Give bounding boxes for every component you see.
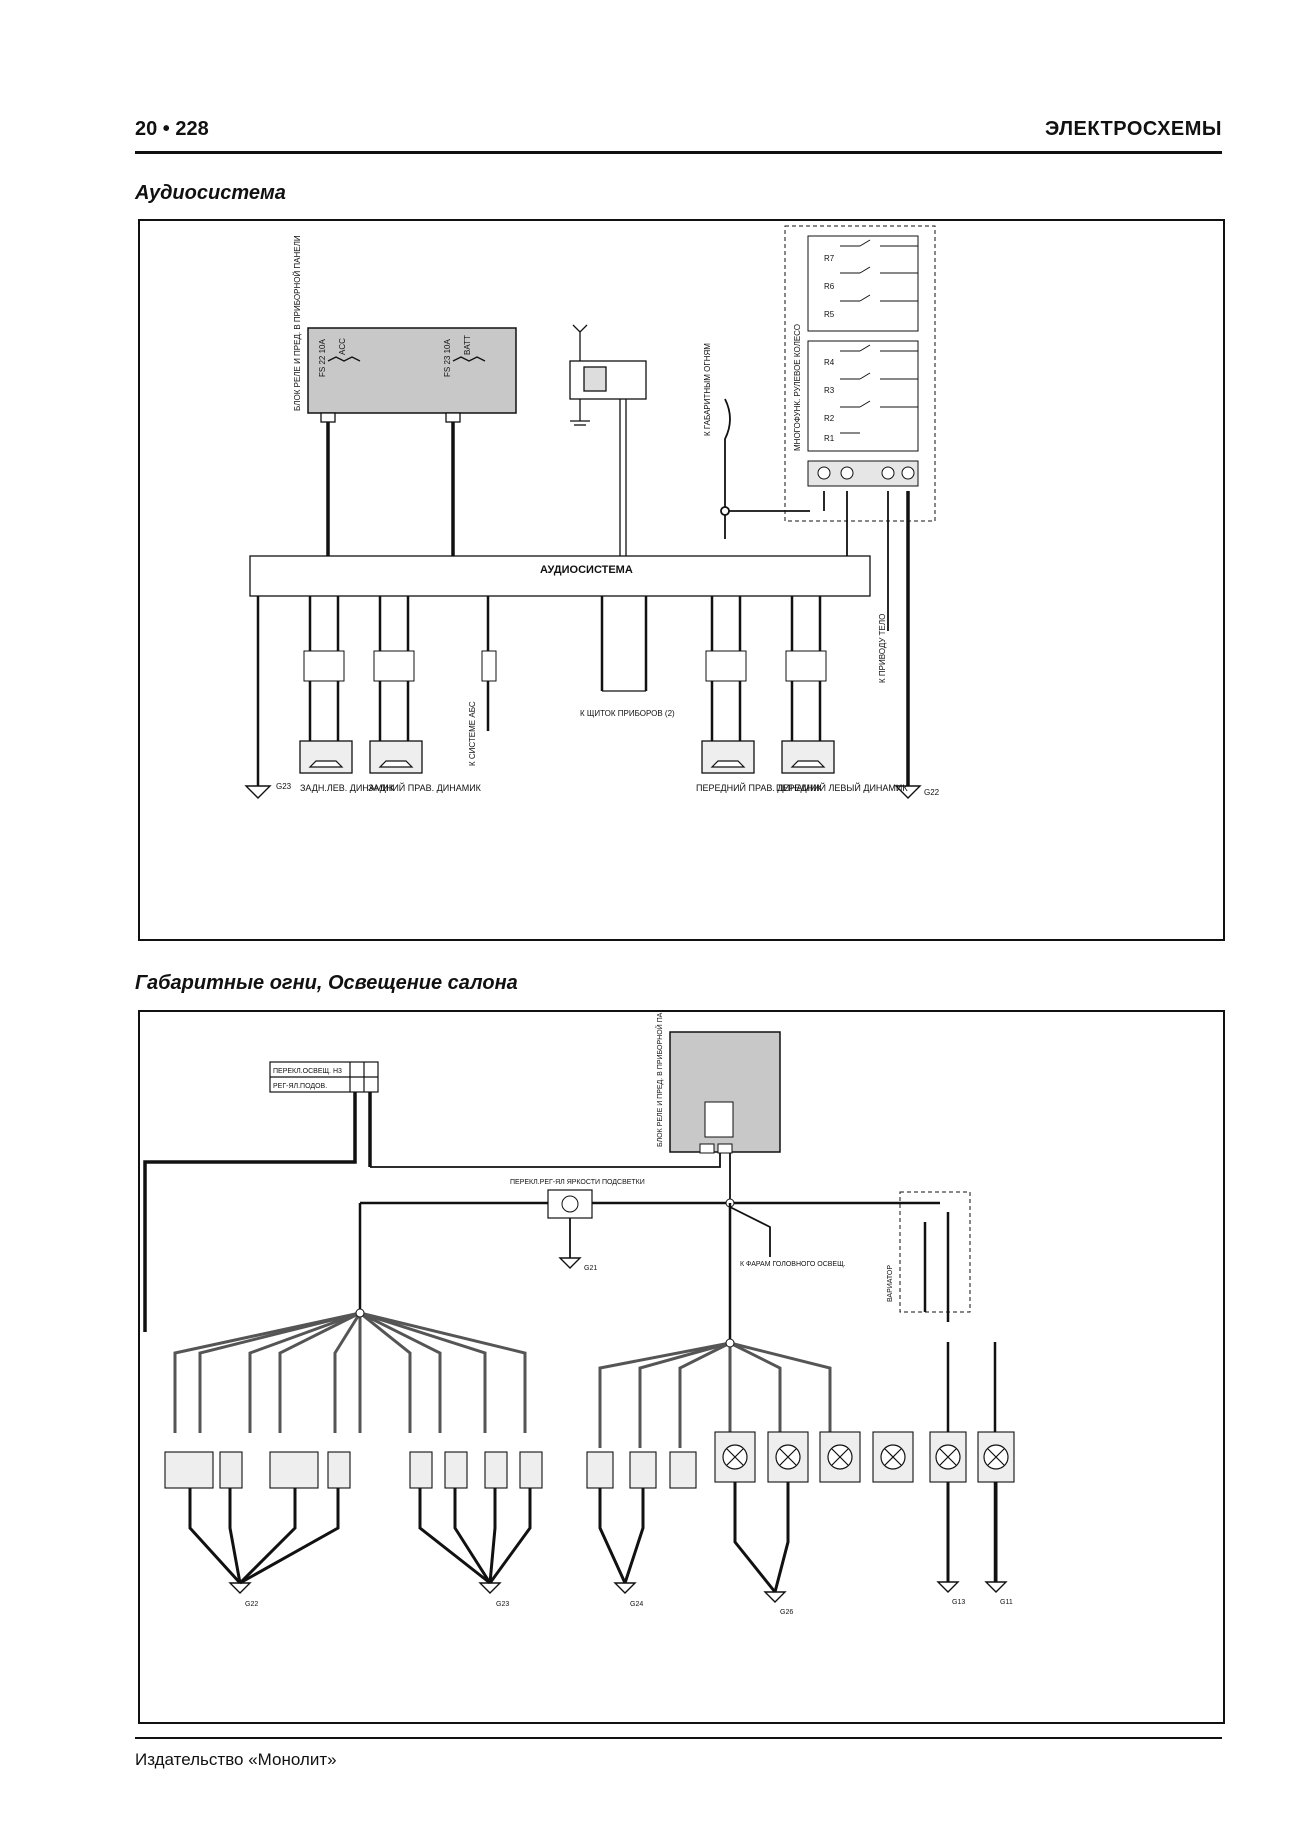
switch-row-1: ПЕРЕКЛ.ОСВЕЩ. Н3 [273,1068,342,1075]
variator-label: ВАРИАТОР [887,1265,894,1302]
to-drive-label: К ПРИВОДУ ТЕЛО [878,614,887,683]
resistor-label: R7 [824,254,835,263]
dimmer-label: ПЕРЕКЛ.РЕГ-ЯЛ ЯРКОСТИ ПОДСВЕТКИ [510,1179,645,1186]
speaker-label: ЗАДНИЙ ПРАВ. ДИНАМИК [368,782,482,793]
ground-label: G22 [245,1601,258,1608]
resistor-label: R1 [824,434,835,443]
fuse-box-label: БЛОК РЕЛЕ И ПРЕД. В ПРИБОРНОЙ ПАНЕЛИ [655,1012,664,1147]
ground-label: G24 [630,1601,643,1608]
to-headlamp-label: К ФАРАМ ГОЛОВНОГО ОСВЕЩ. [740,1261,846,1268]
audio-unit [249,555,871,597]
to-cluster-label: К ЩИТОК ПРИБОРОВ (2) [580,709,675,718]
fuse-box [307,327,517,414]
audio-wiring-diagram: БЛОК РЕЛЕ И ПРЕД. В ПРИБОРНОЙ ПАНЕЛИ FS … [244,225,940,799]
steering-box [784,225,936,522]
audio-unit-label: АУДИОСИСТЕМА [540,564,633,576]
page-number: 20 • 228 [135,118,209,140]
fuse-box-label: БЛОК РЕЛЕ И ПРЕД. В ПРИБОРНОЙ ПАНЕЛИ [293,235,302,411]
batt-label: BATT [463,335,472,355]
switch-row-2: РЕГ-ЯЛ.ПОДОВ. [273,1083,327,1090]
speaker-label: ПЕРЕДНИЙ ПРАВ. ДИНАМИК [696,782,822,793]
ground-label: G26 [780,1609,793,1616]
acc-label: ACC [338,338,347,355]
lights-section-title: Габаритные огни, Освещение салона [135,972,518,994]
section-heading: ЭЛЕКТРОСХЕМЫ [1045,118,1222,140]
audio-diagram: БЛОК РЕЛЕ И ПРЕД. В ПРИБОРНОЙ ПАНЕЛИ FS … [138,219,1225,941]
speaker-label: ЗАДН.ЛЕВ. ДИНАМИК [300,783,395,793]
fuse-1-label: FS 22 10A [318,339,327,377]
ground-label: G23 [496,1601,509,1608]
header-rule [135,151,1222,154]
resistor-label: R2 [824,414,835,423]
resistor-label: R3 [824,386,835,395]
footer-rule [135,1737,1222,1739]
ground-label: G11 [1000,1599,1013,1606]
to-abs-label: К СИСТЕМЕ АБС [468,701,477,766]
lights-wiring-diagram: ПЕРЕКЛ.ОСВЕЩ. Н3 РЕГ-ЯЛ.ПОДОВ. БЛОК РЕЛЕ… [143,1012,1015,1616]
resistor-label: R4 [824,358,835,367]
audio-section-title: Аудиосистема [135,182,286,204]
lights-diagram: ПЕРЕКЛ.ОСВЕЩ. Н3 РЕГ-ЯЛ.ПОДОВ. БЛОК РЕЛЕ… [138,1010,1225,1724]
ground-label: G22 [924,788,940,797]
resistor-label: R5 [824,310,835,319]
speaker-label: ПЕРЕДНИЙ ЛЕВЫЙ ДИНАМИК [776,782,908,793]
resistor-label: R6 [824,282,835,291]
steering-label: МНОГОФУНК. РУЛЕВОЕ КОЛЕСО [793,324,802,451]
ground-label: G13 [952,1599,965,1606]
publisher-footer: Издательство «Монолит» [135,1750,337,1769]
ground-label: G23 [276,782,292,791]
fuse-2-label: FS 23 10A [443,339,452,377]
ground-label: G21 [584,1265,597,1272]
to-lights-label: К ГАБАРИТНЫМ ОГНЯМ [703,343,712,436]
variator-box [899,1191,971,1313]
